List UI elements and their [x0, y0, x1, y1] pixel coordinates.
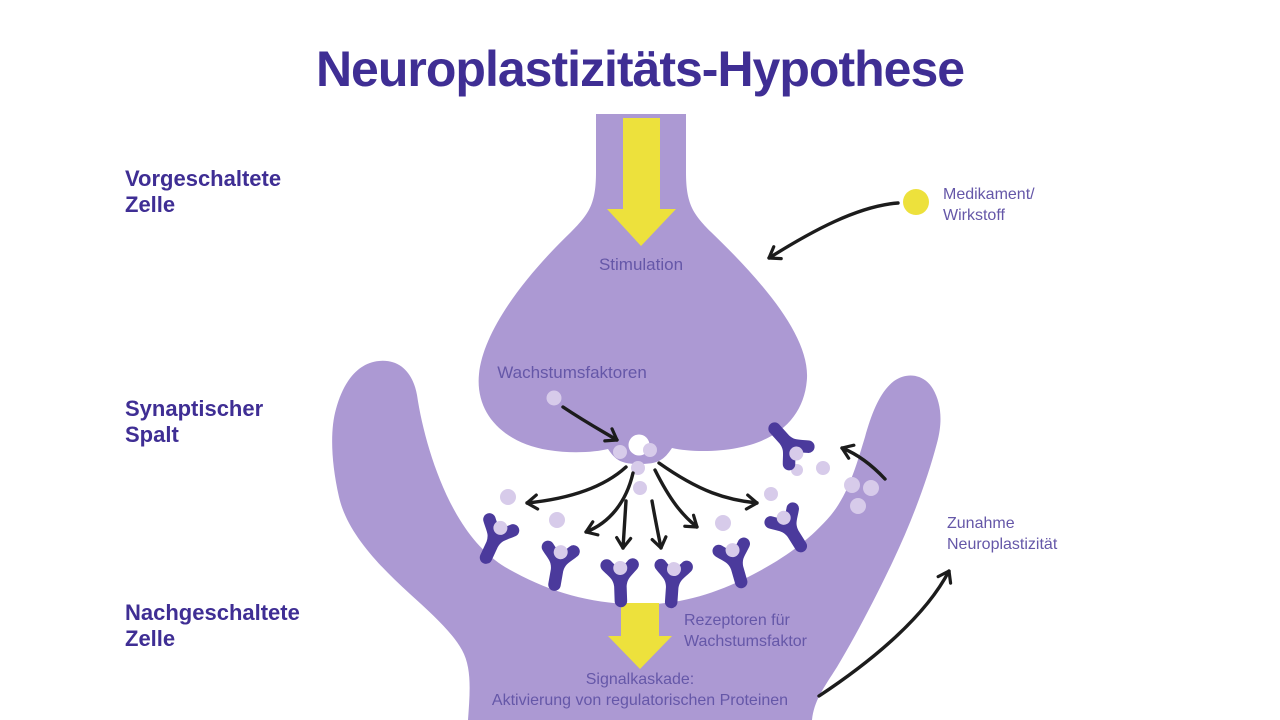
vesicle-dot: [764, 487, 778, 501]
new-receptor-arrow: [840, 443, 887, 481]
label-presynaptic-cell: Vorgeschaltete Zelle: [125, 166, 282, 217]
vesicle-dot: [633, 481, 647, 495]
diffusion-arrow-down-left: [584, 471, 635, 537]
vesicle-dot: [546, 390, 562, 406]
annotation-cascade-title: Signalkaskade:: [585, 671, 695, 688]
vesicle-dots: [500, 390, 879, 531]
label-postsynaptic-cell: Nachgeschaltete Zelle: [125, 600, 300, 651]
growth-factor-receptor-icon: [765, 420, 811, 467]
growth-factor-receptor-icon: [607, 561, 634, 602]
vesicle-dot: [844, 477, 860, 493]
vesicle-dot: [863, 480, 879, 496]
drug-dot-icon: [903, 189, 929, 215]
vesicle-dot: [631, 461, 645, 475]
flow-arrows: [525, 201, 953, 698]
vesicle-dot: [643, 443, 657, 457]
diffusion-arrow-down-1: [615, 499, 633, 550]
vesicle-dot: [613, 445, 627, 459]
vesicle-dot: [850, 498, 866, 514]
growth-factor-receptor-icon: [658, 561, 687, 603]
growth-factor-receptor-icon: [769, 505, 812, 553]
vesicle-dot: [715, 515, 731, 531]
diffusion-arrow-right: [657, 461, 759, 511]
diffusion-arrow-left: [525, 465, 628, 511]
vesicle-dot: [549, 512, 565, 528]
annotation-cascade-detail: Aktivierung von regulatorischen Proteine…: [491, 692, 789, 709]
annotation-stimulation: Stimulation: [598, 255, 684, 274]
annotation-growth-factors: Wachstumsfaktoren: [497, 363, 647, 382]
annotation-receptors: Rezeptoren für Wachstumsfaktor: [684, 612, 807, 651]
postsynaptic-cell-shape: [332, 360, 941, 720]
plasticity-increase-arrow: [817, 569, 953, 698]
annotation-plasticity-increase: Zunahme Neuroplastizität: [947, 515, 1058, 554]
diffusion-arrow-down-2: [650, 499, 668, 550]
label-synaptic-cleft: Synaptischer Spalt: [125, 396, 264, 447]
presynaptic-cell-shape: [478, 114, 808, 464]
cascade-down-arrow: [608, 603, 672, 669]
diffusion-arrow-down-right: [653, 468, 699, 529]
annotation-drug: Medikament/ Wirkstoff: [943, 186, 1035, 225]
stimulation-down-arrow: [607, 118, 676, 246]
growth-factor-receptor-icon: [542, 543, 575, 587]
growth-factor-receptor-icon: [474, 516, 514, 563]
drug-to-synapse-arrow: [767, 201, 900, 261]
vesicle-dot: [816, 461, 830, 475]
vesicle-dot: [500, 489, 516, 505]
growth-factor-release-arrow: [561, 405, 619, 443]
page-title: Neuroplastizitäts-Hypothese: [315, 41, 965, 97]
